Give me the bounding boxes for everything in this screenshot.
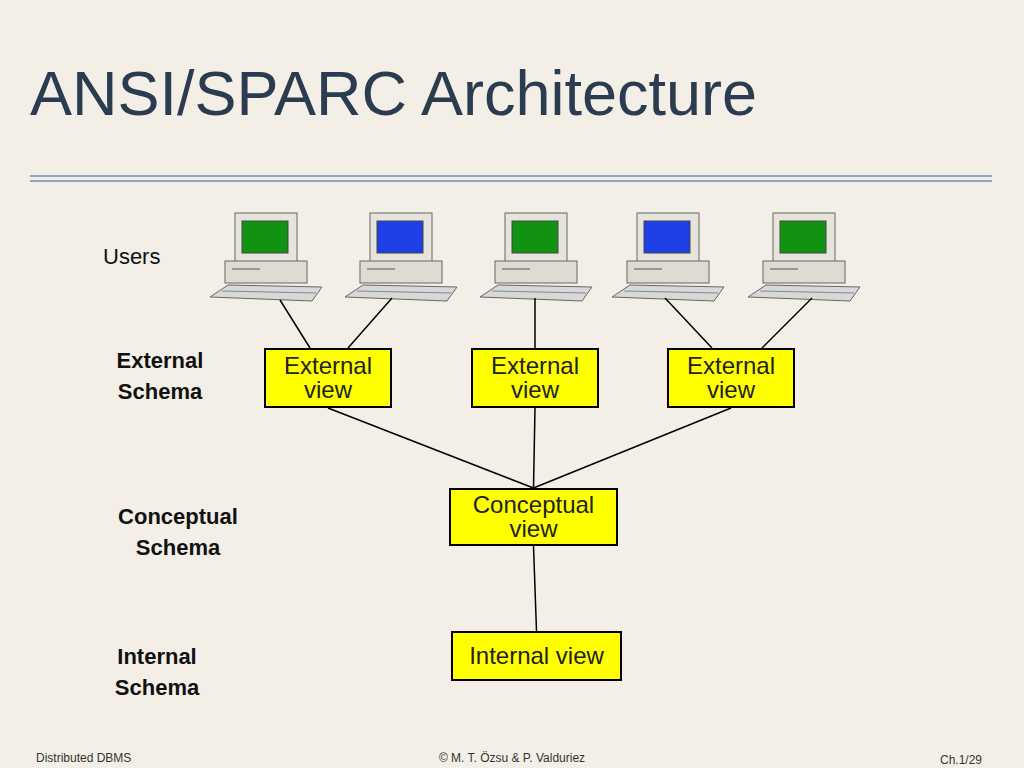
screen: [512, 221, 558, 253]
view-box: External view: [264, 348, 392, 408]
user-line: [348, 298, 392, 348]
keys: [492, 291, 586, 293]
schema-label: External Schema: [104, 346, 216, 408]
view-label: External view: [669, 354, 793, 403]
tier-label: Users: [103, 242, 223, 273]
view-text-group: External view: [669, 354, 793, 403]
monitor: [637, 213, 699, 263]
base-unit: [225, 261, 307, 283]
drive-slot: [232, 269, 260, 270]
base-unit: [495, 261, 577, 283]
view-box: Conceptual view: [449, 488, 618, 546]
view-text-group: Conceptual view: [451, 493, 616, 542]
view-label: External view: [266, 354, 390, 403]
rule-line: [30, 180, 992, 182]
view-label: External view: [473, 354, 597, 403]
user-line: [665, 298, 712, 348]
connector: [534, 408, 732, 488]
screen: [644, 221, 690, 253]
keys: [624, 291, 718, 293]
keyboard: [210, 285, 322, 301]
connector: [328, 408, 534, 488]
keys: [760, 291, 854, 293]
keyboard: [345, 285, 457, 301]
view-text-group: External view: [266, 354, 390, 403]
title: ANSI/SPARC Architecture: [30, 62, 757, 125]
user-line: [280, 300, 310, 348]
base-unit: [627, 261, 709, 283]
user-line: [762, 298, 812, 348]
connector: [534, 408, 536, 488]
drive-slot: [367, 269, 395, 270]
view-box: External view: [471, 348, 599, 408]
user-line: [534, 298, 536, 348]
screen: [377, 221, 423, 253]
screen: [242, 221, 288, 253]
view-box: External view: [667, 348, 795, 408]
drive-slot: [502, 269, 530, 270]
screen: [780, 221, 826, 253]
footer-text: Distributed DBMS: [36, 750, 236, 767]
view-text-group: Internal view: [469, 644, 604, 668]
keyboard: [612, 285, 724, 301]
computer-icon: [612, 213, 724, 301]
view-label: Internal view: [469, 644, 604, 668]
computer-icon: [210, 213, 322, 301]
keyboard: [748, 285, 860, 301]
keyboard: [480, 285, 592, 301]
base-unit: [360, 261, 442, 283]
drive-slot: [770, 269, 798, 270]
drive-slot: [634, 269, 662, 270]
monitor: [505, 213, 567, 263]
computer-icon: [345, 213, 457, 301]
view-text-group: External view: [473, 354, 597, 403]
computer-icon: [480, 213, 592, 301]
schema-label: Conceptual Schema: [103, 502, 253, 564]
monitor: [773, 213, 835, 263]
schema-label: Internal Schema: [102, 642, 212, 704]
view-box: Internal view: [451, 631, 622, 681]
base-unit: [763, 261, 845, 283]
keys: [222, 291, 316, 293]
footer-text: © M. T. Özsu & P. Valduriez: [387, 750, 637, 767]
connector: [534, 546, 537, 631]
rule-line: [30, 175, 992, 177]
page-number: Ch.1/29: [940, 752, 1010, 768]
view-label: Conceptual view: [451, 493, 616, 542]
computer-icon: [748, 213, 860, 301]
monitor: [370, 213, 432, 263]
monitor: [235, 213, 297, 263]
keys: [357, 291, 451, 293]
